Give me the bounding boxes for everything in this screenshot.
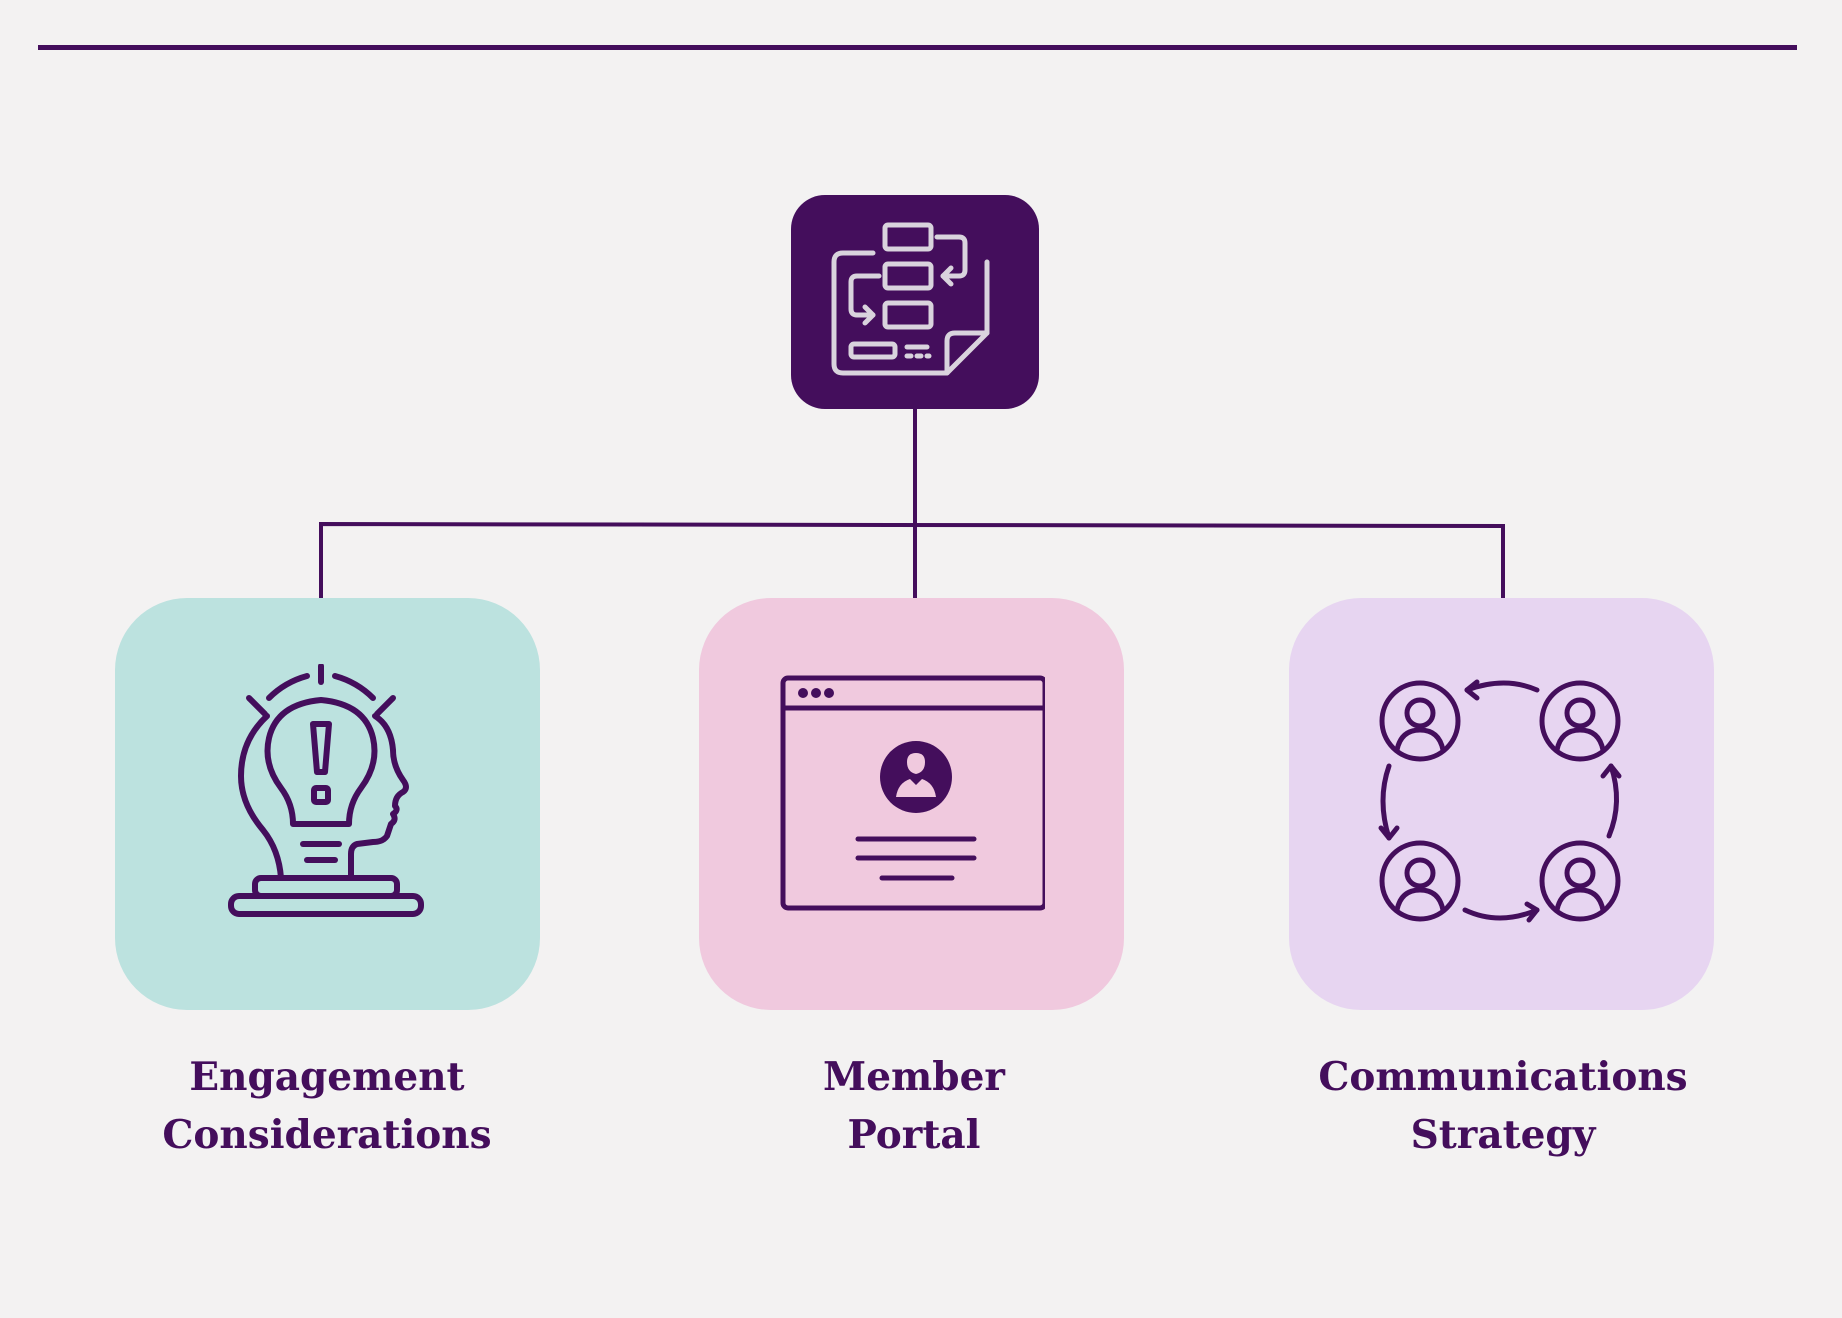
member-portal-label-line2: Portal <box>847 1112 981 1158</box>
communications-strategy-label-line1: Communications <box>1318 1054 1688 1100</box>
communications-strategy-card <box>1289 598 1714 1010</box>
member-portal-card <box>699 598 1124 1010</box>
communications-strategy-label: Communications Strategy <box>1243 1048 1763 1164</box>
branch-connector <box>319 521 1505 598</box>
flowchart-document-icon <box>831 222 990 376</box>
engagement-considerations-label-line2: Considerations <box>162 1112 492 1158</box>
people-network-cycle-icon <box>1378 679 1622 923</box>
engagement-considerations-label: Engagement Considerations <box>67 1048 587 1164</box>
engagement-considerations-card <box>115 598 540 1010</box>
top-divider <box>38 45 1797 50</box>
member-portal-label: Member Portal <box>654 1048 1174 1164</box>
root-node <box>791 195 1039 409</box>
engagement-considerations-label-line1: Engagement <box>189 1054 465 1100</box>
communications-strategy-label-line2: Strategy <box>1410 1112 1596 1158</box>
profile-window-icon <box>780 675 1045 911</box>
member-portal-label-line1: Member <box>823 1054 1005 1100</box>
lightbulb-head-icon <box>228 664 424 917</box>
